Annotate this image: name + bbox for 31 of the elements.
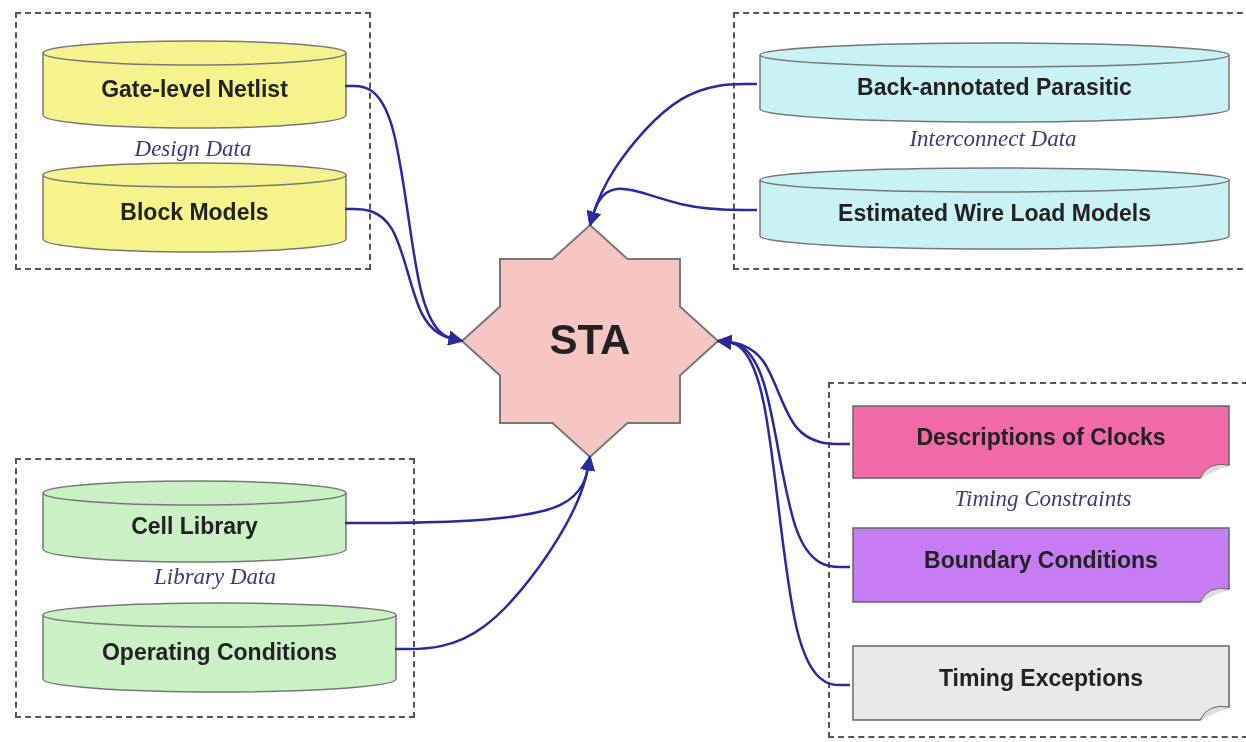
group-label: Interconnect Data <box>908 126 1078 152</box>
dashed-group-frame <box>15 12 371 270</box>
node-label: Boundary Conditions <box>923 547 1159 574</box>
node-label: Block Models <box>119 199 270 226</box>
curved-arrow <box>716 334 850 687</box>
star-shape <box>462 225 718 457</box>
dashed-group-frame <box>15 458 415 718</box>
document-note <box>852 645 1230 721</box>
database-cylinder <box>759 42 1230 122</box>
node-label: Timing Exceptions <box>937 665 1145 692</box>
curved-arrow <box>586 187 757 227</box>
node-label: Descriptions of Clocks <box>915 424 1167 451</box>
document-note <box>852 527 1230 603</box>
curved-arrow <box>345 207 464 346</box>
group-label: Design Data <box>133 136 253 162</box>
database-cylinder <box>42 480 347 562</box>
center-label: STA <box>548 316 632 364</box>
document-note <box>852 405 1230 479</box>
node-label: Cell Library <box>130 513 259 540</box>
node-label: Gate-level Netlist <box>100 76 289 103</box>
node-label: Back-annotated Parasitic <box>856 74 1133 101</box>
database-cylinder <box>42 40 347 128</box>
curved-arrow <box>395 455 595 651</box>
database-cylinder <box>759 167 1230 249</box>
group-label: Timing Constraints <box>953 486 1133 512</box>
database-cylinder <box>42 162 347 252</box>
dashed-group-frame <box>828 382 1246 738</box>
node-label: Estimated Wire Load Models <box>837 200 1152 227</box>
group-label: Library Data <box>152 564 277 590</box>
node-label: Operating Conditions <box>100 639 339 666</box>
database-cylinder <box>42 602 397 692</box>
